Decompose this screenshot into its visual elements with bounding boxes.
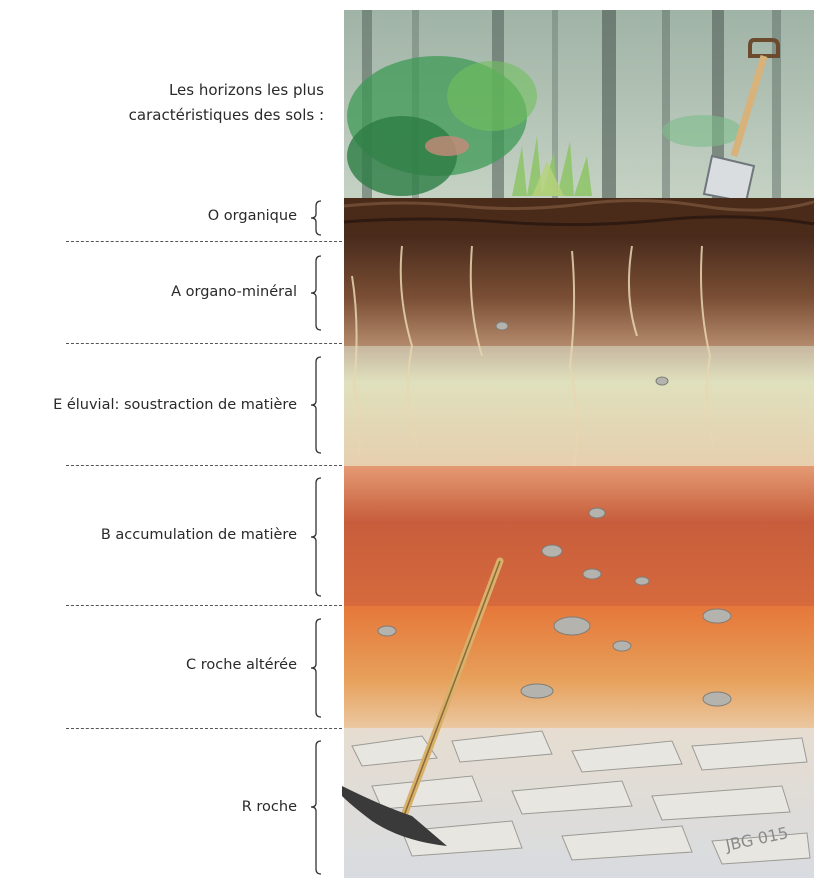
label-horizon-o: O organique xyxy=(208,208,297,224)
label-horizon-c: C roche altérée xyxy=(186,657,297,673)
label-horizon-a: A organo-minéral xyxy=(171,284,297,300)
label-horizon-b: B accumulation de matière xyxy=(101,527,297,543)
diagram-title: Les horizons les plus caractéristiques d… xyxy=(129,78,324,128)
divider-o-a xyxy=(66,241,342,242)
horizon-a-layer xyxy=(344,238,814,346)
title-line-1: Les horizons les plus xyxy=(129,78,324,103)
brace-horizon-o xyxy=(310,200,324,236)
horizon-e-layer xyxy=(344,346,814,466)
divider-e-b xyxy=(66,465,342,466)
label-horizon-r: R roche xyxy=(242,799,297,815)
horizon-b-layer xyxy=(344,466,814,606)
title-line-2: caractéristiques des sols : xyxy=(129,103,324,128)
divider-a-e xyxy=(66,343,342,344)
brace-horizon-b xyxy=(310,477,324,597)
brace-horizon-e xyxy=(310,356,324,454)
divider-c-r xyxy=(66,728,342,729)
brace-horizon-a xyxy=(310,255,324,331)
divider-b-c xyxy=(66,605,342,606)
brace-horizon-c xyxy=(310,618,324,718)
brace-horizon-r xyxy=(310,740,324,875)
label-horizon-e: E éluvial: soustraction de matière xyxy=(53,397,297,413)
soil-profile-illustration: JBG 015 xyxy=(342,6,817,882)
